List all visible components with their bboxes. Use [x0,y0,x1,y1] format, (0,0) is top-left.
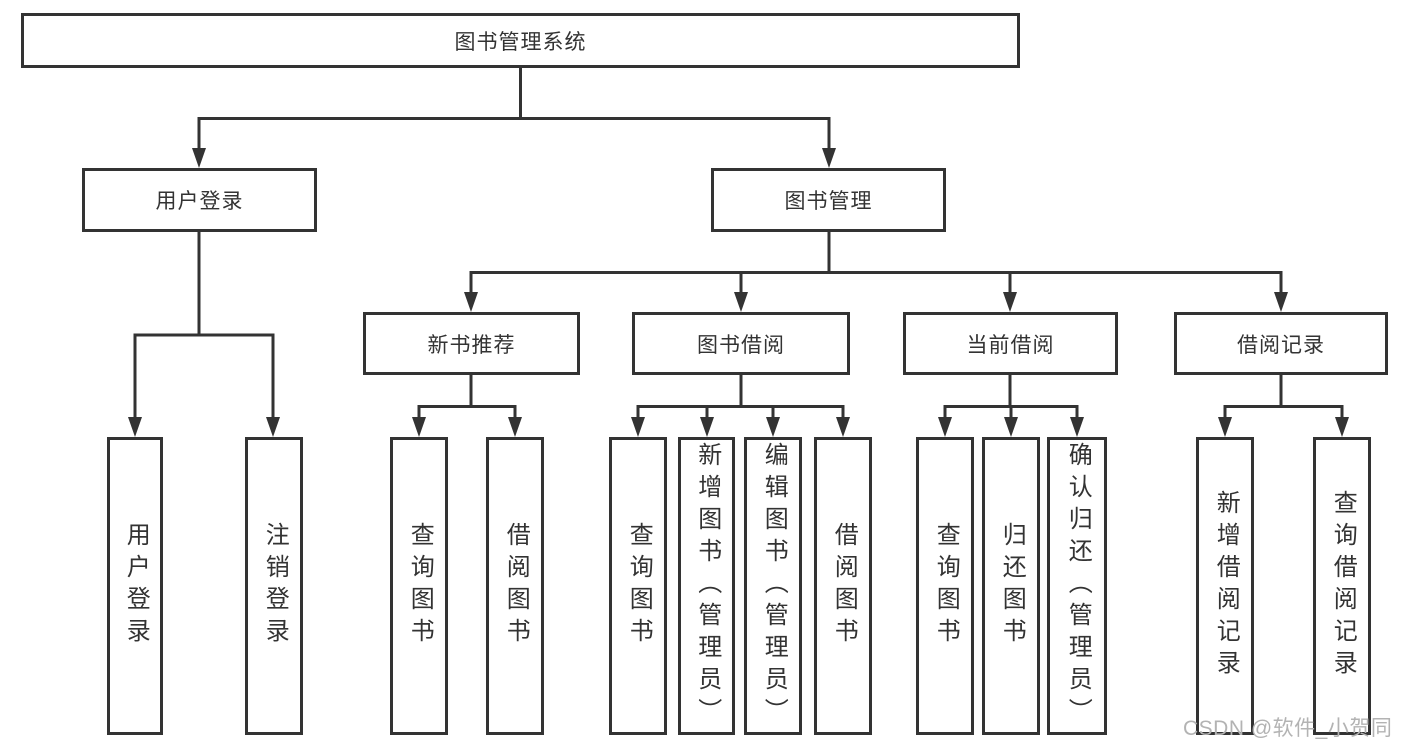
leaf-user-login-label: 用户登录 [122,522,150,650]
leaf-return-books-label: 归还图书 [998,522,1026,650]
edges-book-management [464,232,1288,312]
node-borrow-records-label: 借阅记录 [1237,333,1325,357]
edges-current-borrow [938,375,1084,437]
node-new-book-recommend: 新书推荐 [363,312,580,375]
leaf-current-query-books-label: 查询图书 [932,522,960,650]
node-root-label: 图书管理系统 [454,30,587,54]
node-user-login: 用户登录 [82,168,317,232]
leaf-logout-label: 注销登录 [261,522,289,650]
leaf-recommend-borrow-books: 借阅图书 [486,437,544,735]
leaf-add-book-admin-label: 新增图书（管理员） [693,442,721,730]
node-new-book-recommend-label: 新书推荐 [427,333,516,357]
leaf-add-borrow-record-label: 新增借阅记录 [1212,490,1240,682]
edges-borrow-records [1218,375,1349,437]
leaf-confirm-return-admin: 确认归还（管理员） [1047,437,1107,735]
watermark-text: CSDN @软件_小贺同学 [1183,717,1393,740]
node-user-login-label: 用户登录 [155,190,244,213]
node-root: 图书管理系统 [21,13,1020,68]
leaf-add-borrow-record: 新增借阅记录 [1196,437,1254,735]
leaf-return-books: 归还图书 [982,437,1040,735]
leaf-recommend-query-books: 查询图书 [390,437,448,735]
leaf-edit-book-admin-label: 编辑图书（管理员） [760,442,788,730]
node-borrow-records: 借阅记录 [1174,312,1388,375]
leaf-recommend-borrow-books-label: 借阅图书 [502,522,530,650]
leaf-logout: 注销登录 [245,437,303,735]
edges-new-book-recommend [412,375,522,437]
leaf-current-query-books: 查询图书 [916,437,974,735]
leaf-recommend-query-books-label: 查询图书 [406,522,434,650]
edges-user-login [128,232,280,437]
leaf-user-login: 用户登录 [107,437,163,735]
node-current-borrow: 当前借阅 [903,312,1118,375]
node-current-borrow-label: 当前借阅 [966,333,1055,357]
leaf-borrow-books: 借阅图书 [814,437,872,735]
node-book-management: 图书管理 [711,168,946,232]
node-book-borrow: 图书借阅 [632,312,850,375]
leaf-query-borrow-record: 查询借阅记录 [1313,437,1371,735]
leaf-query-borrow-record-label: 查询借阅记录 [1329,490,1357,682]
leaf-borrow-query-books: 查询图书 [609,437,667,735]
node-book-borrow-label: 图书借阅 [697,333,785,357]
edges-root [192,68,836,168]
leaf-borrow-query-books-label: 查询图书 [625,522,653,650]
leaf-add-book-admin: 新增图书（管理员） [678,437,735,735]
edges-book-borrow [631,375,850,437]
leaf-confirm-return-admin-label: 确认归还（管理员） [1064,442,1092,730]
leaf-edit-book-admin: 编辑图书（管理员） [744,437,802,735]
node-book-management-label: 图书管理 [784,190,873,213]
leaf-borrow-books-label: 借阅图书 [830,522,858,650]
